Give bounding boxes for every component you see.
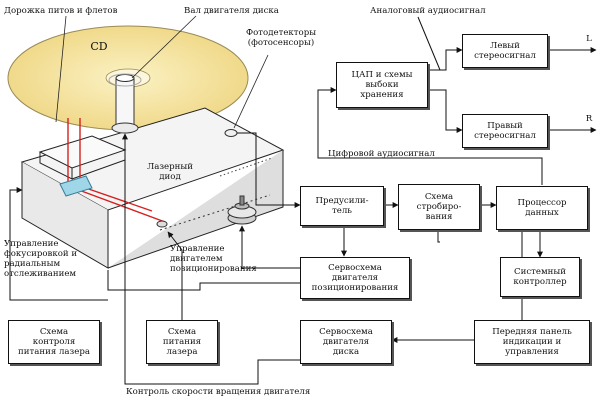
cd-label: CD xyxy=(90,40,108,53)
disc-servo-block: Сервосхема двигателя диска xyxy=(300,320,392,364)
laser-beam xyxy=(67,118,166,223)
positioning-motor xyxy=(227,195,257,225)
laser-diode-label: Лазерный диод xyxy=(147,162,193,182)
photodetector-label: Фотодетекторы (фотосенсоры) xyxy=(245,28,317,48)
digital-signal-label: Цифровой аудиосигнал xyxy=(328,149,435,159)
output-r-label: R xyxy=(585,114,593,124)
output-l-label: L xyxy=(586,34,592,44)
laser-diode xyxy=(156,220,168,228)
positioning-motor-label: Управление двигателем позиционирования xyxy=(170,244,257,274)
front-panel-block: Передняя панель индикации и управления xyxy=(474,320,590,364)
prism xyxy=(59,175,93,197)
photodetector xyxy=(224,129,238,137)
strobe-block: Схема стробиро- вания xyxy=(398,184,480,230)
right-channel-block: Правый стереосигнал xyxy=(462,114,548,148)
shaft-label: Вал двигателя диска xyxy=(184,6,279,16)
leader-lines xyxy=(55,15,269,129)
spindle-shaft xyxy=(108,73,142,134)
positioning-servo-block: Сервосхема двигателя позиционирования xyxy=(300,257,410,299)
focus-control-label: Управление фокусировкой и радиальным отс… xyxy=(4,239,78,279)
system-controller-block: Системный контроллер xyxy=(500,257,580,297)
data-processor-block: Процессор данных xyxy=(496,186,588,230)
analog-signal-label: Аналоговый аудиосигнал xyxy=(370,6,486,16)
laser-power-block: Схема питания лазера xyxy=(146,320,218,364)
track-label: Дорожка питов и флетов xyxy=(4,6,118,16)
dac-block: ЦАП и схемы выбоки хранения xyxy=(336,62,428,108)
left-channel-block: Левый стереосигнал xyxy=(462,34,548,68)
speed-control-label: Контроль скорости вращения двигателя xyxy=(126,387,311,397)
preamp-block: Предусили- тель xyxy=(300,186,384,226)
laser-power-control-block: Схема контроля питания лазера xyxy=(8,320,100,364)
